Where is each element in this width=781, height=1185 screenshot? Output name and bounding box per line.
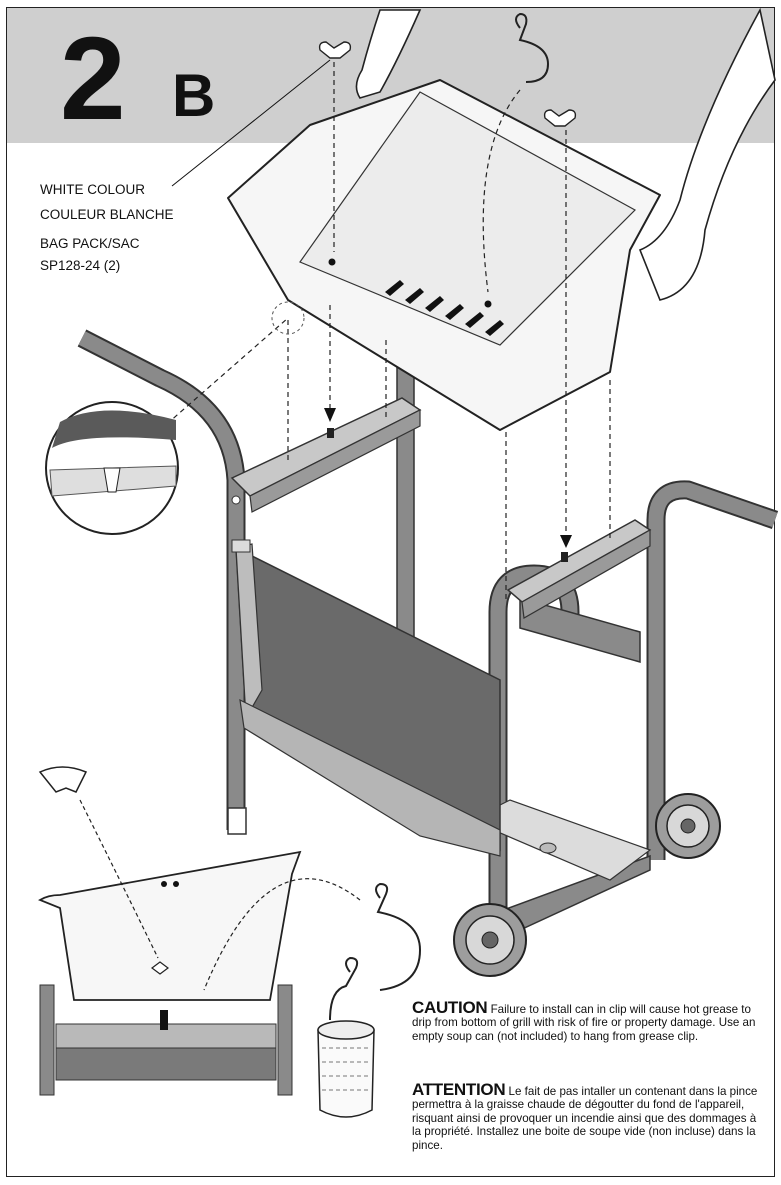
- caution-heading: CAUTION: [412, 998, 488, 1017]
- right-support-bracket: [506, 519, 652, 619]
- caution-text: Failure to install can in clip will caus…: [412, 1003, 756, 1043]
- installer-hands: [355, 7, 776, 301]
- bag-pack-label: BAG PACK/SAC: [40, 236, 140, 251]
- step-letter: B: [172, 62, 216, 129]
- cart-frame: [77, 329, 779, 931]
- attention-note: ATTENTION Le fait de pas intaller un con…: [412, 1080, 768, 1152]
- part-number-label: SP128-24 (2): [40, 258, 121, 273]
- grease-clip-icon: [515, 12, 550, 83]
- colour-label-en: WHITE COLOUR: [40, 182, 146, 197]
- callout-leader-line: [171, 59, 331, 187]
- lower-detail-diagram: [38, 766, 422, 1118]
- step-number: 2: [60, 13, 126, 145]
- detail-magnifier: [45, 301, 305, 535]
- tray-drip-slots: [385, 280, 504, 336]
- page-border: [6, 7, 775, 1177]
- attention-heading: ATTENTION: [412, 1080, 506, 1099]
- colour-label-fr: COULEUR BLANCHE: [40, 207, 174, 222]
- left-support-bracket: [230, 397, 422, 513]
- attention-text: Le fait de pas intaller un contenant dan…: [412, 1085, 758, 1152]
- alignment-arrows: [324, 408, 572, 548]
- cart-wheels: [453, 793, 721, 977]
- alignment-guides: [159, 62, 611, 600]
- grease-tray: [227, 79, 661, 431]
- caution-note: CAUTION Failure to install can in clip w…: [412, 998, 768, 1043]
- front-shelf-panel: [231, 539, 501, 857]
- wing-nut-icon: [318, 41, 577, 127]
